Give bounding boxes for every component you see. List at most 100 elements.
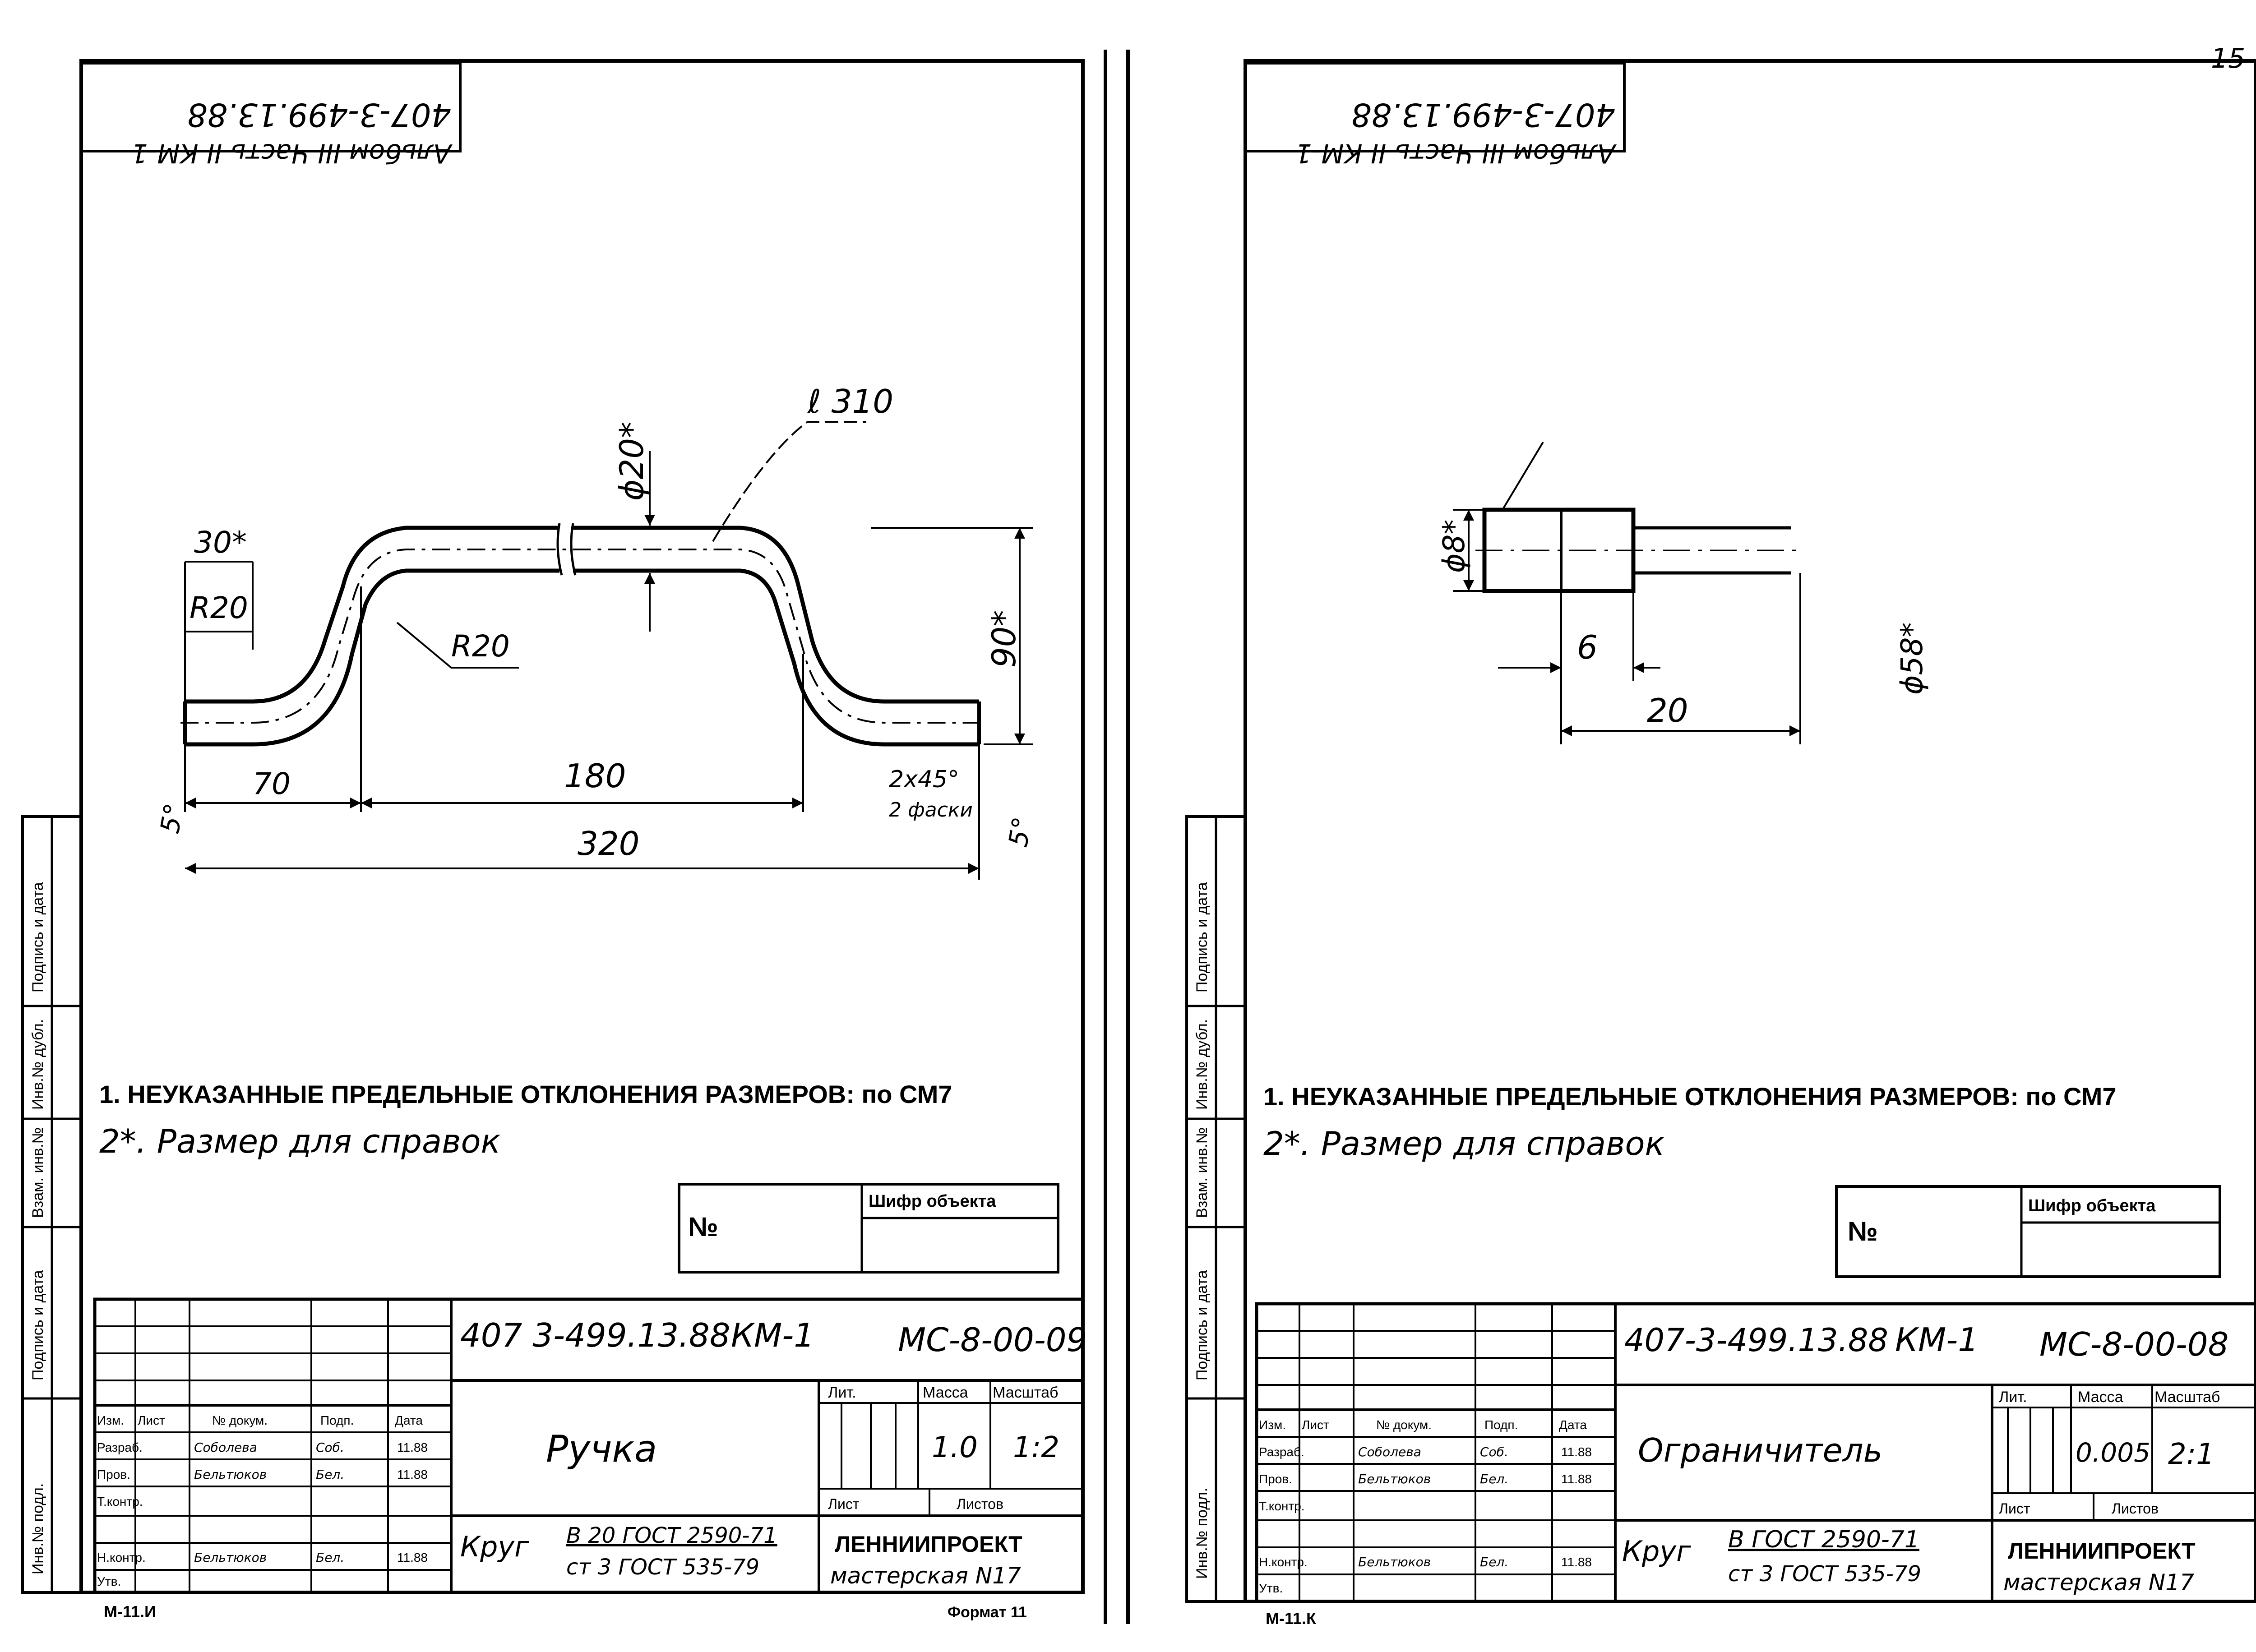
row-1-sign: Соб. (316, 1440, 344, 1455)
dim-30-label: 30* (194, 525, 247, 560)
sheet-label: Лист (828, 1496, 860, 1512)
sheet-code: МС-8-00-08 (2039, 1325, 2228, 1363)
stamp-box: 407-3-499.13.88 Альбом III Часть II КМ-1 (80, 62, 462, 169)
mass-header: Масса (923, 1384, 968, 1401)
side-label-5: Подпись и дата (29, 882, 46, 992)
row-5-date: 11.88 (397, 1550, 428, 1564)
dim-diameter-label: ϕ20* (613, 422, 651, 501)
side-label-1: Инв.№ подл. (1193, 1488, 1211, 1579)
row-2-role: Пров. (97, 1467, 130, 1481)
row-0-doc: № докум. (212, 1413, 268, 1427)
scale-value: 2:1 (2168, 1438, 2214, 1471)
bottom-code: М-11.И (104, 1602, 156, 1621)
row-2-name: Бельтюков (194, 1467, 267, 1482)
part-name: Ограничитель (1638, 1431, 1882, 1469)
bottom-code: М-11.К (1266, 1609, 1317, 1628)
dim-chamfer-label: 2x45° (889, 766, 959, 793)
dim-angle-right-label: 5° (1003, 815, 1038, 849)
scale-header: Масштаб (993, 1384, 1058, 1401)
sheet-right: 407-3-499.13.88 Альбом III Часть II КМ-1… (1185, 59, 2256, 1628)
doc-code: 407-3-499.13.88 (1624, 1322, 1888, 1359)
object-cipher-label: Шифр объекта (869, 1192, 996, 1211)
doc-code: 407 3-499.13.88 (460, 1316, 730, 1354)
stamp-subtitle: Альбом III Часть II КМ-1 (131, 138, 453, 169)
row-0-role: Изм. (97, 1413, 124, 1427)
sheets-label: Листов (2112, 1500, 2159, 1517)
dim-r20-mid-label: R20 (451, 629, 510, 664)
lit-header: Лит. (1999, 1389, 2027, 1406)
part-drawing-handle (180, 421, 1033, 880)
row-2-sign: Бел. (1480, 1472, 1508, 1486)
row-2-name: Бельтюков (1358, 1472, 1431, 1486)
side-label-2: Подпись и дата (29, 1270, 46, 1380)
dim-length-label: ℓ 310 (807, 383, 893, 420)
stamp-code: 407-3-499.13.88 (187, 96, 451, 133)
mass-header: Масса (2078, 1389, 2123, 1406)
row-1-date: 11.88 (397, 1440, 428, 1454)
mass-value: 1.0 (932, 1431, 978, 1464)
material-bottom: ст 3 ГОСТ 535-79 (566, 1555, 759, 1580)
dim-90-label: 90* (985, 610, 1023, 668)
row-5-name: Бельтюков (1358, 1555, 1431, 1569)
side-strip: Инв.№ подл. Подпись и дата Взам. инв.№ И… (21, 815, 83, 1594)
side-strip: Инв.№ подл. Подпись и дата Взам. инв.№ И… (1185, 815, 1247, 1603)
doc-mark: КМ-1 (731, 1316, 814, 1354)
dim-180-label: 180 (564, 757, 626, 795)
title-block (1255, 1302, 2256, 1603)
dim-r20-left-label: R20 (190, 591, 248, 625)
part-drawing-limiter (1453, 441, 1801, 744)
stamp-box: 407-3-499.13.88 Альбом III Часть II КМ-1 (1244, 62, 1626, 169)
row-2-role: Пров. (1259, 1472, 1292, 1486)
scale-value: 1:2 (1013, 1431, 1059, 1464)
side-label-3: Взам. инв.№ (29, 1127, 46, 1218)
row-0-date: Дата (1559, 1418, 1587, 1432)
row-6-role: Утв. (1259, 1581, 1283, 1595)
row-3-role: Т.контр. (1259, 1499, 1305, 1513)
row-5-role: Н.контр. (1259, 1555, 1308, 1569)
note-1: 1. НЕУКАЗАННЫЕ ПРЕДЕЛЬНЫЕ ОТКЛОНЕНИЯ РАЗ… (1263, 1082, 2117, 1111)
object-cipher-label: Шифр объекта (2028, 1196, 2156, 1215)
dim-320-label: 320 (578, 825, 639, 863)
side-label-3: Взам. инв.№ (1193, 1127, 1211, 1218)
lit-header: Лит. (828, 1384, 856, 1401)
note-2: 2*. Размер для справок (99, 1122, 500, 1160)
row-1-name: Соболева (1358, 1444, 1421, 1459)
mass-value: 0.005 (2076, 1437, 2150, 1468)
row-1-role: Разраб. (1259, 1445, 1304, 1459)
note-1: 1. НЕУКАЗАННЫЕ ПРЕДЕЛЬНЫЕ ОТКЛОНЕНИЯ РАЗ… (99, 1080, 952, 1108)
stamp-subtitle: Альбом III Часть II КМ-1 (1295, 138, 1617, 169)
dim-6-label: 6 (1577, 628, 1598, 666)
side-label-5: Подпись и дата (1193, 882, 1211, 992)
object-cipher-box: № Шифр объекта (1835, 1185, 2221, 1278)
row-5-sign: Бел. (1480, 1555, 1508, 1569)
signature-table: Изм. Лист № докум. Подп. Дата Разраб. Со… (1259, 1418, 1592, 1595)
row-5-sign: Бел. (316, 1550, 344, 1565)
row-6-role: Утв. (97, 1574, 121, 1588)
side-label-2: Подпись и дата (1193, 1270, 1211, 1380)
doc-mark: КМ-1 (1895, 1321, 1979, 1359)
dim-chamfer-sub-label: 2 фаски (889, 798, 973, 821)
side-label-4: Инв.№ дубл. (1193, 1019, 1211, 1110)
row-3-role: Т.контр. (97, 1495, 143, 1509)
row-5-name: Бельтюков (194, 1550, 267, 1565)
org-sub: мастерская N17 (830, 1563, 1021, 1589)
sheet-frame (1244, 59, 2256, 1603)
material-label: Круг (460, 1530, 529, 1563)
scale-header: Масштаб (2154, 1389, 2220, 1406)
material-bottom: ст 3 ГОСТ 535-79 (1728, 1561, 1921, 1587)
dim-reference-label: ϕ58* (1895, 622, 1929, 695)
row-5-date: 11.88 (1561, 1555, 1592, 1569)
sheet-left: 407-3-499.13.88 Альбом III Часть II КМ-1… (21, 59, 1087, 1621)
format-label: Формат 11 (948, 1604, 1027, 1621)
row-2-date: 11.88 (397, 1467, 428, 1481)
row-0-date: Дата (395, 1413, 423, 1427)
row-1-role: Разраб. (97, 1440, 143, 1454)
part-name: Ручка (546, 1428, 657, 1471)
dim-70-label: 70 (253, 766, 291, 801)
material-top: В 20 ГОСТ 2590-71 (566, 1523, 777, 1548)
sheets-label: Листов (957, 1496, 1003, 1512)
side-label-1: Инв.№ подл. (29, 1483, 46, 1574)
row-1-name: Соболева (194, 1440, 257, 1455)
object-number-label: № (1848, 1216, 1878, 1246)
